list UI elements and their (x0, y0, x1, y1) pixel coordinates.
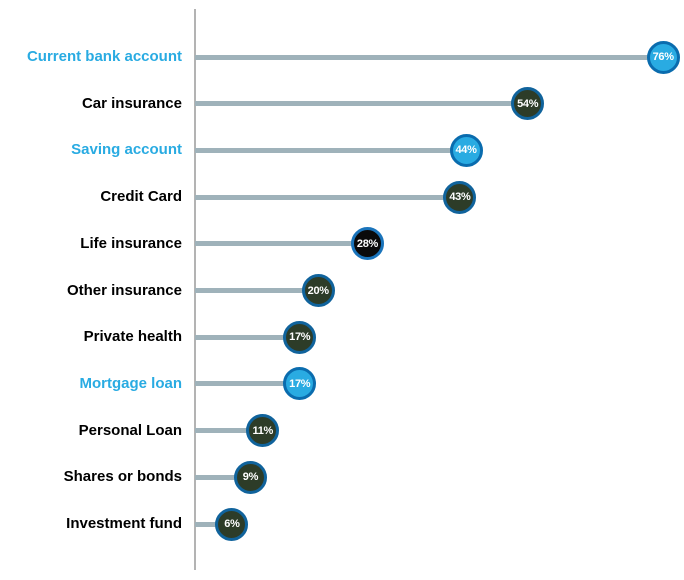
category-label: Personal Loan (78, 421, 182, 439)
lollipop-stem (195, 428, 263, 434)
category-label: Other insurance (66, 281, 182, 299)
lollipop-stem (195, 194, 460, 200)
lollipop-stem (195, 334, 300, 340)
lollipop-stem (195, 101, 528, 107)
lollipop-marker: 54% (511, 87, 545, 121)
lollipop-marker: 17% (283, 367, 317, 401)
lollipop-marker: 9% (233, 460, 267, 494)
category-label: Car insurance (81, 94, 182, 112)
lollipop-marker: 44% (449, 133, 483, 167)
lollipop-marker: 17% (283, 320, 317, 354)
lollipop-stem (195, 474, 251, 480)
category-label: Investment fund (66, 515, 182, 532)
lollipop-stem (195, 288, 319, 293)
category-label: Shares or bonds (63, 468, 182, 486)
lollipop-marker: 43% (443, 180, 477, 214)
lollipop-stem (195, 54, 664, 60)
category-label: Current bank account (26, 48, 182, 65)
lollipop-marker: 76% (646, 40, 680, 74)
lollipop-marker: 28% (350, 227, 384, 261)
lollipop-marker: 6% (215, 507, 249, 541)
lollipop-stem (195, 381, 300, 387)
lollipop-stem (195, 241, 368, 247)
lollipop-marker: 20% (301, 274, 335, 307)
category-label: Mortgage loan (79, 374, 182, 392)
lollipop-stem (195, 521, 232, 527)
category-label: Life insurance (80, 234, 182, 252)
category-label: Private health (83, 328, 182, 346)
category-label: Saving account (71, 141, 182, 159)
category-label: Credit Card (100, 188, 182, 206)
lollipop-stem (195, 147, 467, 153)
lollipop-marker: 11% (246, 414, 280, 448)
